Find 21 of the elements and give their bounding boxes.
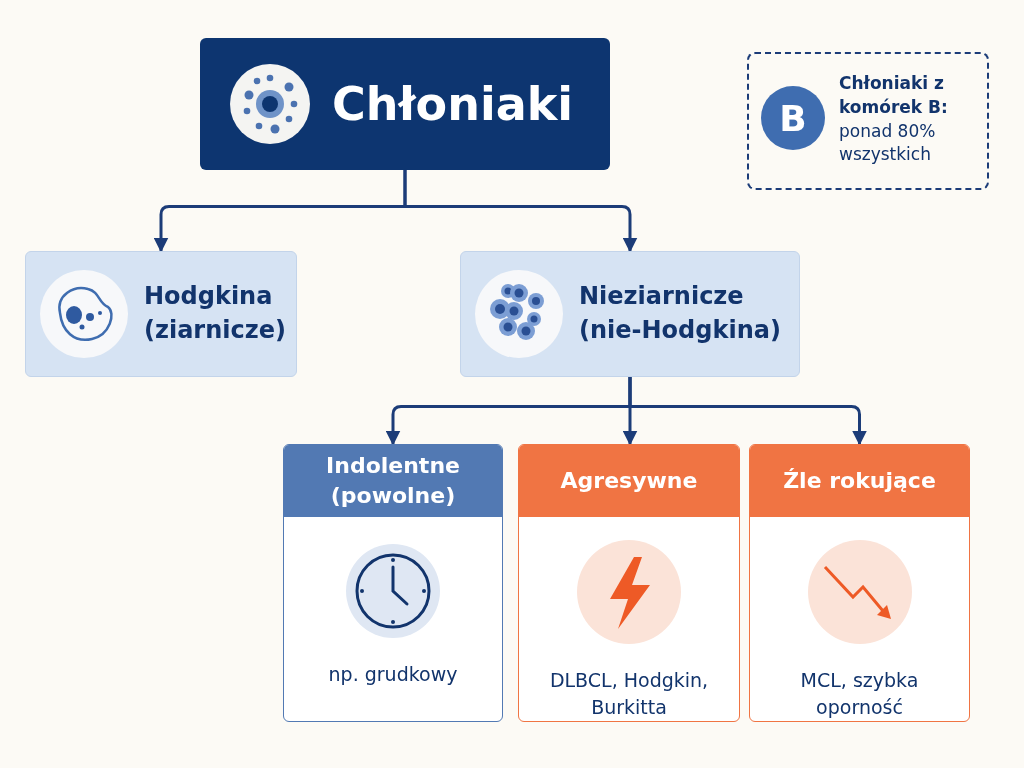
subtype-card bbox=[749, 444, 970, 722]
title-box bbox=[200, 38, 610, 170]
category-box bbox=[460, 251, 800, 377]
category-box bbox=[25, 251, 297, 377]
card-title: Agresywne bbox=[560, 467, 698, 496]
arrow bbox=[628, 377, 867, 446]
category-text: Nieziarnicze (nie-Hodgkina) bbox=[579, 281, 782, 346]
card-title: Indolentne (powolne) bbox=[325, 452, 461, 510]
note-box bbox=[747, 52, 989, 190]
card-title: Źle rokujące bbox=[783, 467, 936, 496]
example-text: DLBCL, Hodgkin, Burkitta bbox=[548, 668, 710, 720]
subtype-card bbox=[283, 444, 503, 722]
note-heading: Chłoniaki z komórek B: bbox=[839, 72, 949, 119]
badge-letter: B bbox=[779, 97, 807, 139]
title-text: Chłoniaki bbox=[332, 77, 574, 131]
example-text: MCL, szybka oporność bbox=[799, 668, 920, 720]
note-text: ponad 80% wszystkich bbox=[839, 119, 937, 167]
example-text: np. grudkowy bbox=[328, 662, 458, 687]
category-text: Hodgkina (ziarnicze) bbox=[144, 281, 286, 346]
arrow bbox=[403, 170, 638, 253]
subtype-card bbox=[518, 444, 740, 722]
